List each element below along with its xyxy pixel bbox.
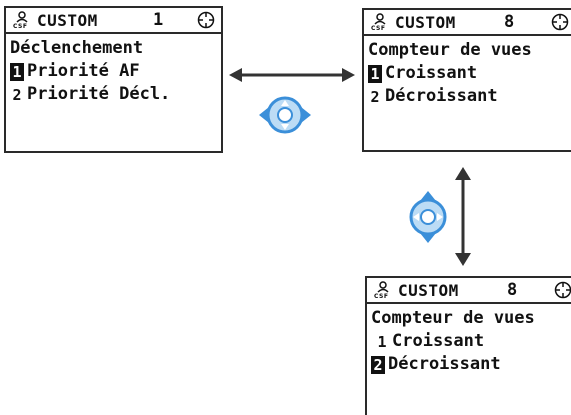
multi-selector-left-right-icon [259, 96, 311, 134]
option-priorite-decl[interactable]: 2 Priorité Décl. [10, 83, 221, 106]
screen-label: CUSTOM [37, 10, 98, 30]
vertical-double-arrow-icon [455, 167, 471, 266]
custom-8-screen-decroissant: CSF CUSTOM 8 Compteur de vues 1 Croissan… [365, 276, 571, 415]
af-target-icon [554, 281, 571, 299]
custom-settings-icon: CSF [13, 11, 28, 29]
screen-header: CSF CUSTOM 8 [367, 278, 571, 304]
menu-title: Déclenchement [10, 38, 144, 58]
custom-settings-icon: CSF [371, 13, 386, 31]
option-label: Priorité Décl. [27, 84, 171, 104]
svg-text:CSF: CSF [374, 293, 388, 299]
option-number: 2 [12, 85, 22, 104]
screen-label: CUSTOM [398, 280, 459, 300]
option-label: Priorité AF [27, 61, 140, 81]
custom-1-screen: CSF CUSTOM 1 Déclenchement 1 Priorité AF… [4, 6, 223, 153]
af-target-icon [197, 11, 215, 29]
menu-title: Compteur de vues [371, 308, 535, 328]
option-croissant[interactable]: 1 Croissant [368, 62, 571, 85]
option-label: Croissant [392, 331, 485, 351]
menu-title: Compteur de vues [368, 40, 532, 60]
option-decroissant[interactable]: 2 Décroissant [371, 353, 571, 376]
screen-header: CSF CUSTOM 8 [364, 10, 571, 36]
option-label: Décroissant [388, 354, 501, 374]
option-number: 2 [371, 355, 385, 374]
screen-label: CUSTOM [395, 12, 456, 32]
option-label: Décroissant [385, 86, 498, 106]
custom-number: 8 [504, 12, 515, 32]
option-priorite-af[interactable]: 1 Priorité AF [10, 60, 221, 83]
option-number: 1 [10, 62, 24, 81]
option-number: 1 [368, 64, 382, 83]
option-decroissant[interactable]: 2 Décroissant [368, 85, 571, 108]
custom-settings-icon: CSF [374, 281, 389, 299]
svg-text:CSF: CSF [371, 25, 385, 31]
svg-text:CSF: CSF [13, 23, 27, 29]
custom-number: 1 [153, 10, 164, 30]
option-croissant[interactable]: 1 Croissant [371, 330, 571, 353]
custom-number: 8 [507, 280, 518, 300]
horizontal-double-arrow-icon [229, 68, 355, 82]
af-target-icon [551, 13, 569, 31]
option-number: 2 [370, 87, 380, 106]
option-number: 1 [377, 332, 387, 351]
screen-header: CSF CUSTOM 1 [6, 8, 221, 34]
multi-selector-up-down-icon [409, 191, 447, 243]
custom-8-screen-croissant: CSF CUSTOM 8 Compteur de vues 1 Croissan… [362, 8, 571, 152]
option-label: Croissant [385, 63, 478, 83]
